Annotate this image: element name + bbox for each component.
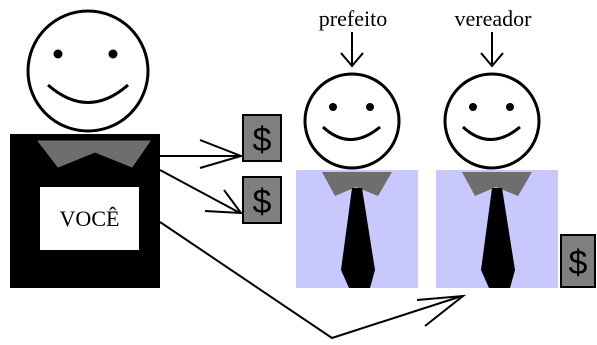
arrow-to-vereador — [159, 221, 467, 340]
prefeito-pointer-head — [340, 52, 364, 68]
prefeito-tie — [341, 188, 375, 288]
vereador-right-eye — [506, 103, 514, 111]
voce-smile — [47, 83, 129, 104]
money-box-1: $ — [242, 114, 282, 162]
money-box-2: $ — [242, 176, 282, 224]
money-box-3: $ — [560, 234, 596, 288]
prefeito-smile — [321, 125, 381, 141]
vereador-label: vereador — [455, 6, 533, 31]
arrow-to-money-1 — [160, 139, 245, 169]
vereador-tie — [481, 188, 515, 288]
prefeito-left-eye — [329, 103, 337, 111]
vereador-head — [443, 72, 541, 170]
money-box-1-bg — [242, 114, 282, 162]
money-box-1-symbol: $ — [253, 121, 272, 159]
voce-head — [26, 9, 150, 133]
vereador-left-eye — [469, 103, 477, 111]
voce-figure: VOCÊ — [10, 9, 160, 288]
vereador-collar — [462, 172, 532, 196]
prefeito-head — [303, 72, 401, 170]
vereador-pointer-head — [480, 52, 504, 68]
voce-name-card — [40, 187, 139, 250]
voce-right-eye — [108, 49, 118, 59]
voce-label: VOCÊ — [60, 206, 120, 231]
money-box-2-bg — [242, 176, 282, 224]
prefeito-right-eye — [366, 103, 374, 111]
arrow-to-money-2 — [159, 169, 244, 215]
prefeito-figure: prefeito — [296, 6, 418, 288]
voce-bowtie — [37, 140, 151, 168]
money-box-2-symbol: $ — [253, 183, 272, 221]
money-box-3-bg — [560, 234, 596, 288]
vereador-smile — [461, 125, 521, 141]
voce-left-eye — [53, 49, 63, 59]
prefeito-collar — [322, 172, 392, 196]
prefeito-label: prefeito — [319, 6, 387, 31]
vereador-figure: vereador — [436, 6, 558, 288]
money-box-3-symbol: $ — [569, 244, 588, 282]
